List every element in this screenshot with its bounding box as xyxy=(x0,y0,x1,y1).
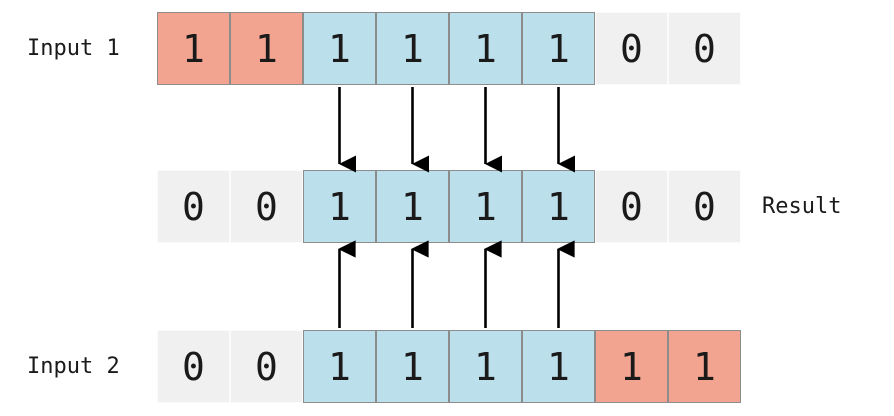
row-label-result: Result xyxy=(762,194,842,219)
bit-cell: 1 xyxy=(522,12,595,85)
row-label-input1: Input 1 xyxy=(27,36,120,61)
bit-cell: 1 xyxy=(303,12,376,85)
bit-cell: 0 xyxy=(595,12,668,85)
bit-cell: 1 xyxy=(157,12,230,85)
bit-cell: 0 xyxy=(230,330,303,403)
bit-cell: 1 xyxy=(522,170,595,243)
bit-cell: 1 xyxy=(449,12,522,85)
bit-cell: 1 xyxy=(376,170,449,243)
bit-cell: 0 xyxy=(230,170,303,243)
bit-cell: 1 xyxy=(668,330,741,403)
bit-cell: 1 xyxy=(449,330,522,403)
bit-cell: 1 xyxy=(449,170,522,243)
arrows-downward xyxy=(338,87,576,173)
row-label-input2: Input 2 xyxy=(27,354,120,379)
bit-cell: 0 xyxy=(157,170,230,243)
bit-cell: 1 xyxy=(376,330,449,403)
bit-cell: 0 xyxy=(668,12,741,85)
bit-cell: 0 xyxy=(595,170,668,243)
bit-cell: 1 xyxy=(595,330,668,403)
bit-cell: 1 xyxy=(230,12,303,85)
bit-cell: 1 xyxy=(376,12,449,85)
bit-cell: 1 xyxy=(522,330,595,403)
bit-cell: 0 xyxy=(668,170,741,243)
bit-cell: 0 xyxy=(157,330,230,403)
bit-cell: 1 xyxy=(303,330,376,403)
arrows-upward xyxy=(337,240,575,328)
bit-cell: 1 xyxy=(303,170,376,243)
